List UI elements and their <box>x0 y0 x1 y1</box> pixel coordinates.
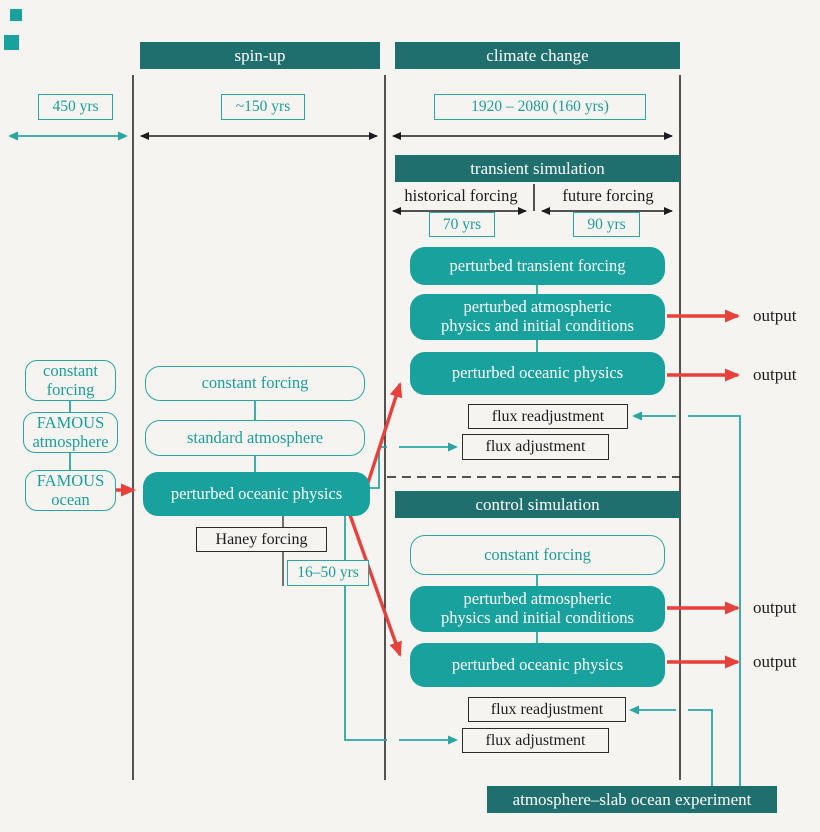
duration-1920-2080: 1920 – 2080 (160 yrs) <box>434 94 646 120</box>
control-perturbed-atmospheric-physics: perturbed atmospheric physics and initia… <box>410 586 665 632</box>
input-famous-atmosphere: FAMOUS atmosphere <box>23 412 118 453</box>
control-constant-forcing: constant forcing <box>410 535 665 575</box>
transient-flux-adjustment-box: flux adjustment <box>462 434 609 460</box>
duration-16-50yrs: 16–50 yrs <box>287 560 369 586</box>
control-flux-readjustment-box: flux readjustment <box>468 697 626 722</box>
control-atmospheric-line2: physics and initial conditions <box>441 608 634 627</box>
output-label-4: output <box>753 652 797 671</box>
historical-forcing-label: historical forcing <box>404 186 518 205</box>
spinup-constant-forcing: constant forcing <box>145 366 365 401</box>
corner-square-large <box>4 35 19 50</box>
haney-forcing-box: Haney forcing <box>196 527 327 552</box>
input-famous-ocean: FAMOUS ocean <box>25 470 116 511</box>
future-forcing-label: future forcing <box>562 186 654 205</box>
slab-ocean-experiment-bar: atmosphere–slab ocean experiment <box>487 786 777 813</box>
input-constant-forcing: constant forcing <box>25 360 116 401</box>
flux-readjustment-line-top <box>688 415 741 786</box>
duration-150yrs: ~150 yrs <box>221 94 305 120</box>
duration-450yrs: 450 yrs <box>38 94 113 120</box>
control-flux-adjustment-box: flux adjustment <box>462 728 609 753</box>
output-label-3: output <box>753 598 797 617</box>
duration-70yrs: 70 yrs <box>429 212 495 237</box>
climate-change-header: climate change <box>395 42 680 69</box>
output-label-2: output <box>753 365 797 384</box>
flux-readjustment-line-bottom <box>688 709 713 786</box>
transient-perturbed-transient-forcing: perturbed transient forcing <box>410 247 665 285</box>
spinup-to-control-arrow <box>348 514 402 657</box>
transient-perturbed-oceanic-physics: perturbed oceanic physics <box>410 352 665 395</box>
spin-up-header: spin-up <box>140 42 380 69</box>
flux-adjustment-line-top <box>370 446 387 489</box>
transient-flux-readjustment-box: flux readjustment <box>468 404 628 429</box>
transient-perturbed-atmospheric-physics: perturbed atmospheric physics and initia… <box>410 294 665 340</box>
flux-adjustment-line-bottom <box>344 516 387 741</box>
transient-atmospheric-line1: perturbed atmospheric <box>463 297 612 317</box>
control-perturbed-oceanic-physics: perturbed oceanic physics <box>410 643 665 687</box>
transient-atmospheric-line2: physics and initial conditions <box>441 316 634 335</box>
corner-square-small <box>10 9 22 21</box>
control-simulation-header: control simulation <box>395 491 680 518</box>
spinup-perturbed-oceanic-physics: perturbed oceanic physics <box>143 472 370 516</box>
transient-simulation-header: transient simulation <box>395 155 680 182</box>
spinup-to-transient-arrow <box>364 382 403 490</box>
spinup-standard-atmosphere: standard atmosphere <box>145 420 365 456</box>
output-label-1: output <box>753 306 797 325</box>
control-atmospheric-line1: perturbed atmospheric <box>463 589 612 609</box>
duration-90yrs: 90 yrs <box>573 212 640 237</box>
